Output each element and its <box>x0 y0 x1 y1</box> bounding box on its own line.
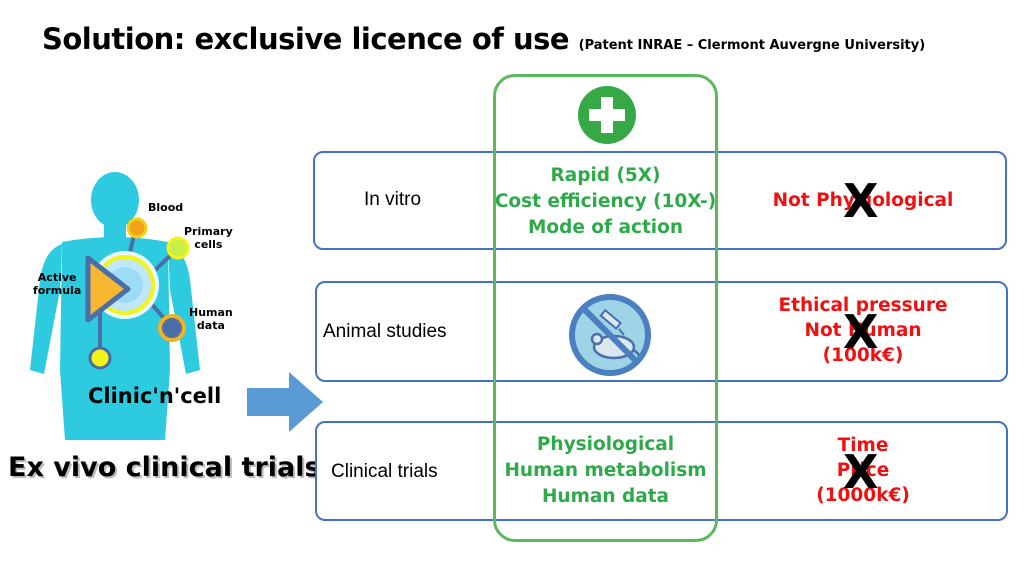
row-label-in-vitro: In vitro <box>364 189 422 210</box>
row-label-animal-studies: Animal studies <box>323 321 447 342</box>
advantages-column-highlight <box>493 74 718 542</box>
in-vitro-cons: Not Physiological <box>772 190 954 211</box>
title-sub: (Patent INRAE – Clermont Auvergne Univer… <box>578 38 926 53</box>
cross-mark-animal-studies: X <box>843 305 879 359</box>
bottom-node <box>88 346 112 370</box>
cross-mark-in-vitro: X <box>843 174 879 228</box>
human-body-illustration <box>30 172 200 440</box>
no-animal-testing-icon <box>569 294 651 376</box>
row-in-vitro-box <box>313 151 1007 250</box>
clinical-trials-pros: Physiological Human metabolism Human dat… <box>504 434 707 507</box>
human-data-node <box>158 314 186 342</box>
brand-name: Clinic'n'cell <box>88 384 222 408</box>
human-data-label: Human data <box>189 306 233 332</box>
animal-studies-cons: Ethical pressure Not Human (100k€) <box>778 295 948 366</box>
right-arm-shape <box>168 244 200 374</box>
primary-cells-label: Primary cells <box>184 225 233 251</box>
row-animal-studies-box <box>315 281 1008 382</box>
right-arrow-icon <box>247 372 323 432</box>
cross-mark-clinical-trials: X <box>843 445 879 499</box>
plus-icon <box>578 86 636 144</box>
in-vitro-pros: Rapid (5X) Cost efficiency (10X-) Mode o… <box>494 165 717 238</box>
clinical-trials-cons: Time Price (1000k€) <box>816 435 910 506</box>
active-formula-triangle <box>85 255 131 323</box>
row-clinical-trials-box <box>315 421 1008 521</box>
head-shape <box>91 172 139 228</box>
blood-label: Blood <box>148 201 184 214</box>
title-main: Solution: exclusive licence of use <box>42 22 570 56</box>
blood-node <box>126 217 148 239</box>
tagline: Ex vivo clinical trials <box>8 452 321 483</box>
left-arm-shape <box>30 244 62 374</box>
slide-title: Solution: exclusive licence of use (Pate… <box>42 22 925 56</box>
row-label-clinical-trials: Clinical trials <box>331 461 438 482</box>
active-formula-label: Active formula <box>33 271 82 297</box>
primary-cells-node <box>166 236 190 260</box>
neck-shape <box>104 222 126 240</box>
